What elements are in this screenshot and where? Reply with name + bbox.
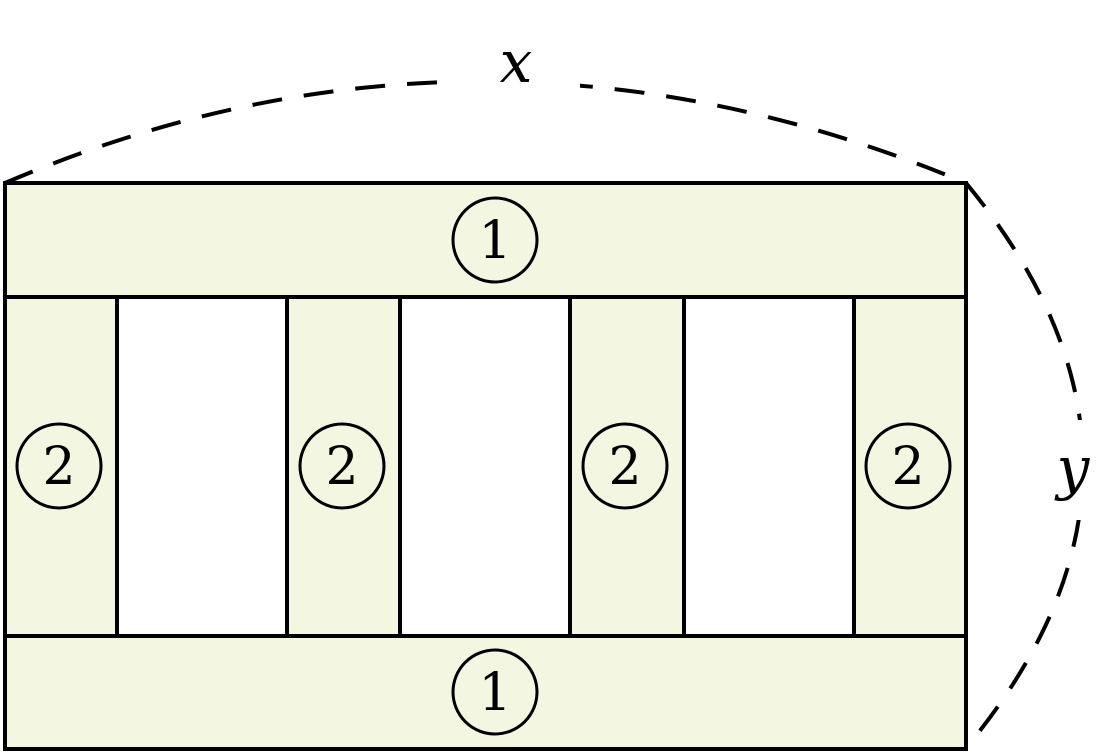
vertical-board-4-marker-circle xyxy=(864,422,952,510)
vertical-board-2: 2 xyxy=(285,295,402,638)
vertical-board-3-marker-circle xyxy=(581,422,669,510)
vertical-board-4-marker: 2 xyxy=(891,437,924,497)
top-board-rect xyxy=(3,181,968,299)
width-label: x xyxy=(500,28,533,96)
vertical-board-1: 2 xyxy=(3,295,119,638)
vertical-board-2-marker: 2 xyxy=(325,437,358,497)
top-board-marker-circle xyxy=(451,196,539,284)
height-label-gap xyxy=(1045,420,1103,520)
opening-1 xyxy=(117,297,287,636)
vertical-board-3-rect xyxy=(568,295,686,638)
bottom-board-marker-circle xyxy=(451,648,539,736)
top-board: 1 xyxy=(3,181,968,299)
vertical-board-1-marker: 2 xyxy=(42,437,75,497)
bottom-board: 1 xyxy=(3,634,968,751)
bottom-board-rect xyxy=(3,634,968,751)
height-label: y xyxy=(1054,434,1091,502)
top-board-marker: 1 xyxy=(478,211,511,271)
width-label-gap xyxy=(450,30,580,90)
bottom-board-marker: 1 xyxy=(478,663,511,723)
vertical-board-3: 2 xyxy=(568,295,686,638)
opening-2 xyxy=(400,297,570,636)
vertical-board-2-marker-circle xyxy=(298,422,386,510)
opening-3 xyxy=(684,297,854,636)
vertical-board-3-marker: 2 xyxy=(608,437,641,497)
vertical-board-1-marker-circle xyxy=(15,422,103,510)
vertical-board-4: 2 xyxy=(852,295,968,638)
width-dimension-arc xyxy=(4,79,967,185)
